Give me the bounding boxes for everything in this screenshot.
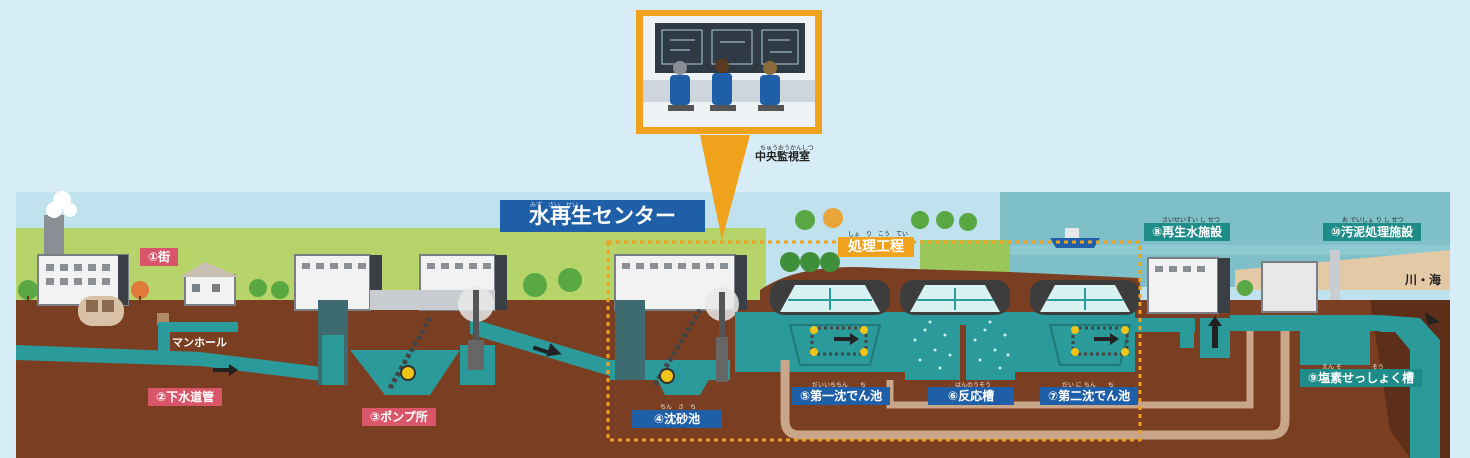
house-roof [180,262,240,277]
factory-windows [46,264,110,285]
label-river: 川・海 [1405,273,1442,287]
label-chlorine-ruby: えん そ そう [1322,364,1384,371]
label-grit-ruby: ちん さ ち [660,404,697,411]
center-title: 水再生センター [500,200,705,232]
label-sewer: ②下水道管 [148,388,223,406]
operators [668,59,784,111]
pump-station [318,286,495,395]
label-primary: ⑤第一沈でん池 [792,387,891,405]
up-arrow-head [1208,316,1222,326]
chimney [44,215,64,255]
label-sludge-ruby: お でいしょ り し せつ [1342,217,1404,224]
up-arrow-shaft [1212,322,1218,348]
label-secondary-ruby: だい に ちん ち [1062,382,1114,389]
sea-wave [1000,245,1450,255]
factory-shadow [118,255,128,305]
manhole-cover [78,296,124,326]
control-room-ruby: ちゅうおうかんしつ [760,145,814,152]
label-primary-ruby: だいいちちん ち [812,382,867,389]
process-banner-ruby: しょ り こう てい [848,231,909,238]
flow-arrows [213,312,1440,376]
label-reactor-ruby: はんのうそう [955,382,992,389]
label-sludge: ⑩汚泥処理施設 [1323,223,1422,241]
center-title-ruby: みず さい せい [530,202,579,209]
label-reactor: ⑥反応槽 [928,387,1014,405]
label-manhole: マンホール [172,336,227,349]
label-reclaimed-ruby: さいせいすい し せつ [1162,217,1220,224]
label-grit: ④沈砂池 [632,410,722,428]
process-banner: 処理工程 [838,237,914,257]
building-windows [302,263,1205,272]
monitor-lines [661,29,799,65]
label-secondary: ⑦第二沈でん池 [1040,387,1139,405]
label-chlorine: ⑨塩素せっしょく槽 [1300,369,1423,387]
sludge-pipe [780,325,1290,440]
aeration-bubbles [913,320,1010,370]
grit-chamber [615,287,739,395]
label-reclaimed: ⑧再生水施設 [1144,223,1231,241]
label-town: ①街 [140,248,179,266]
treatment-tanks [735,280,1140,380]
smoke-3 [63,203,77,217]
callout-pointer [700,135,750,240]
trees [18,208,1253,304]
label-pump: ③ポンプ所 [362,408,436,426]
control-room-label: 中央監視室 [755,150,810,163]
